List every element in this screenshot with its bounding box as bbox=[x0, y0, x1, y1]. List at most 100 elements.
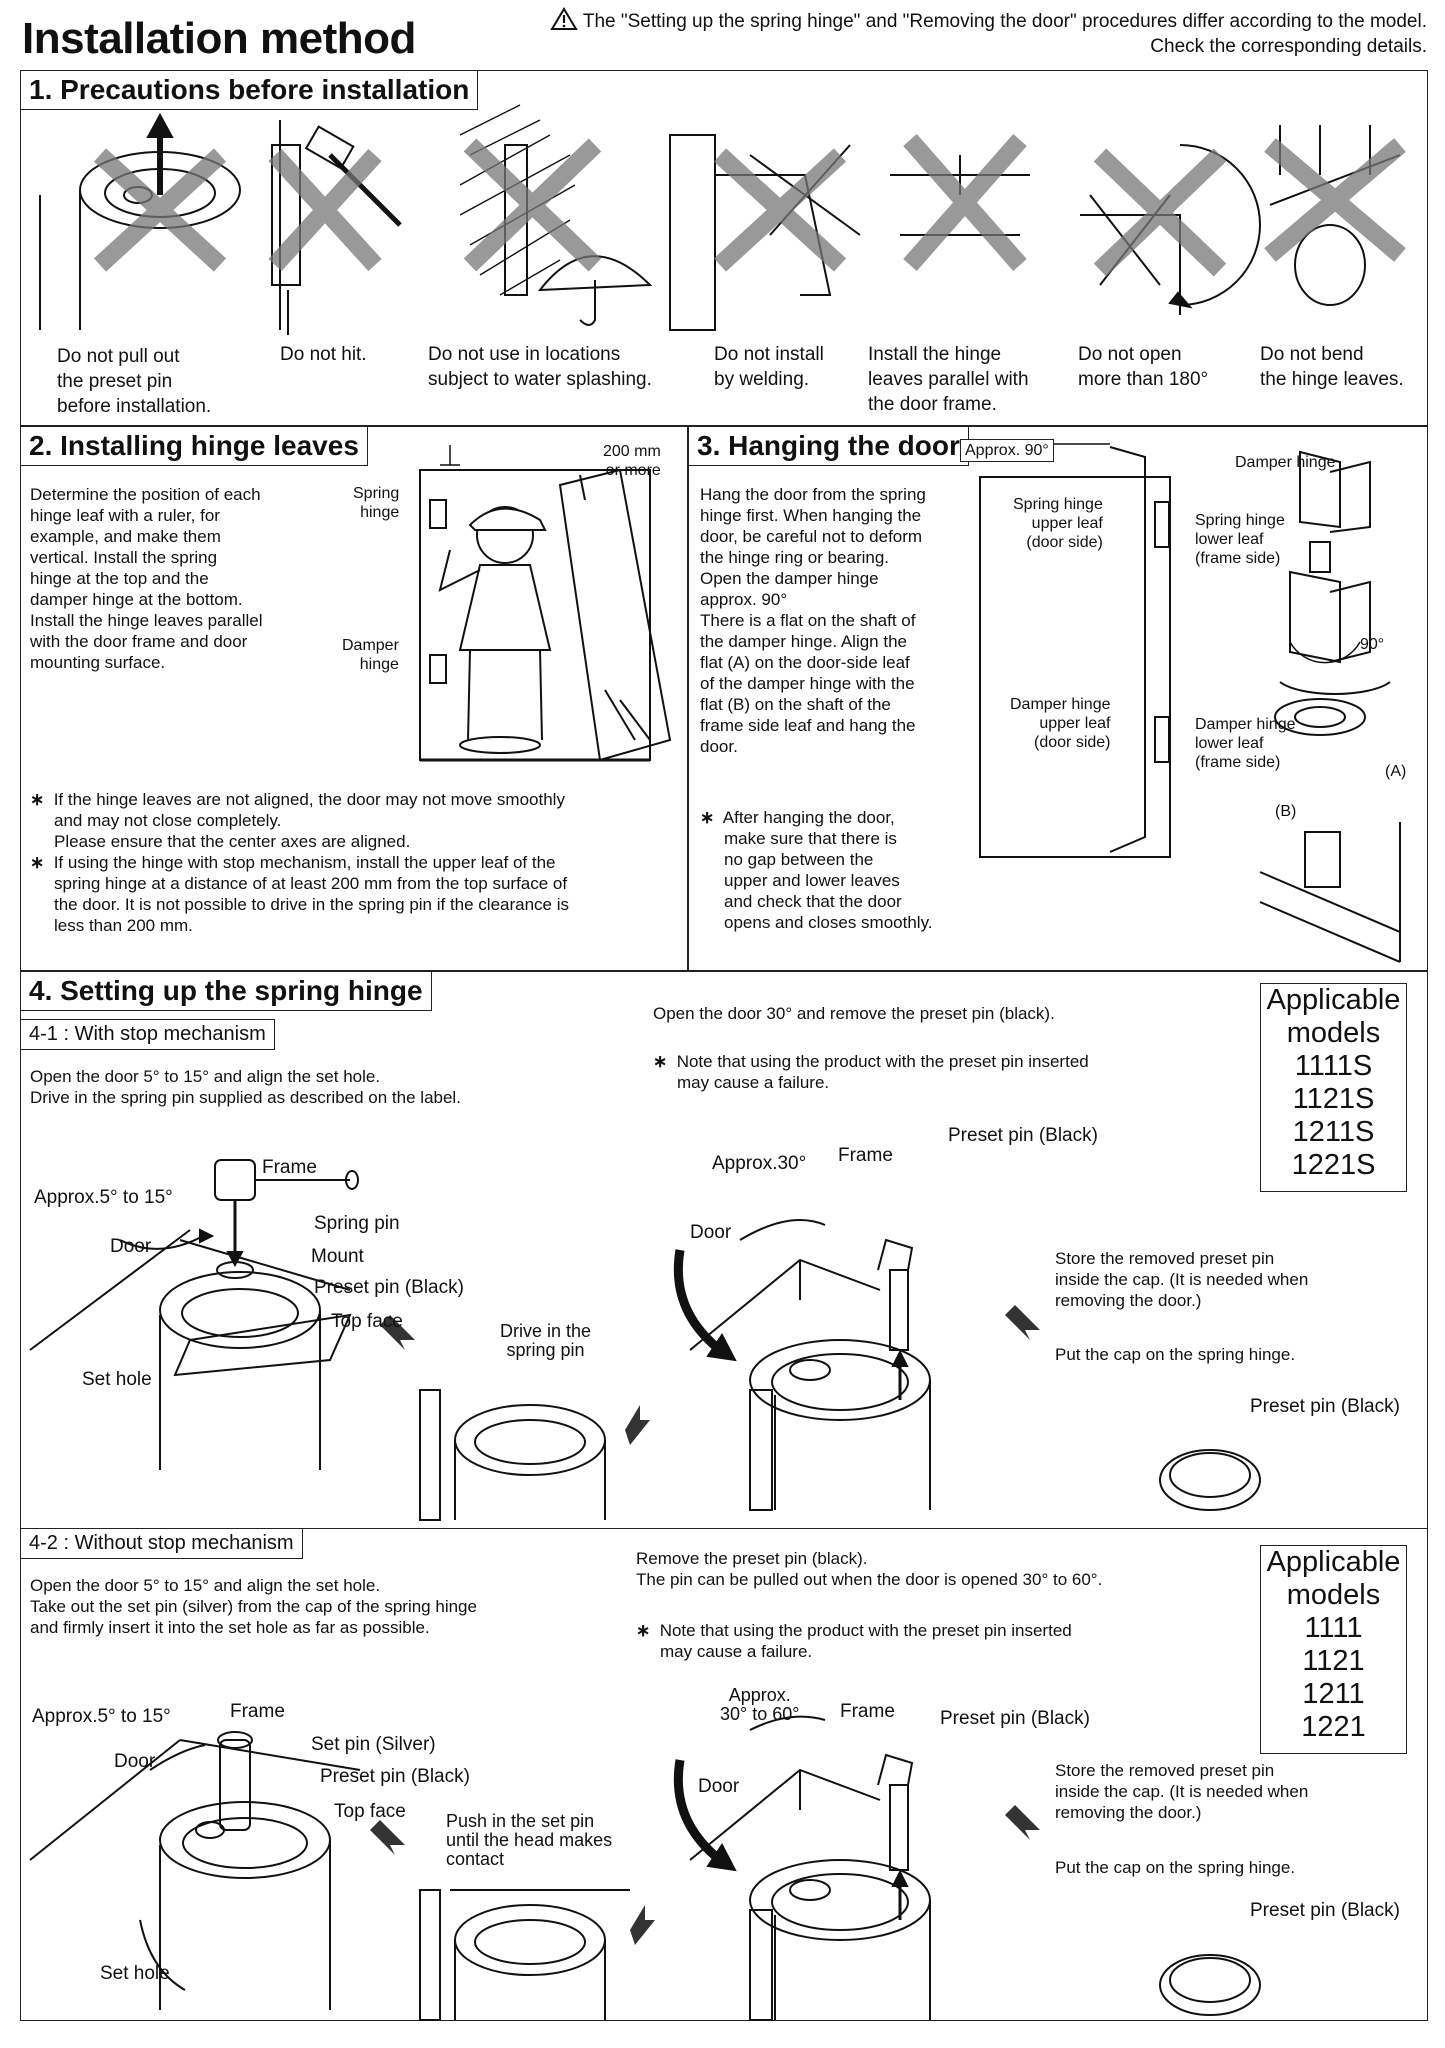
section-hanging-door: 3. Hanging the door bbox=[688, 426, 1428, 971]
preset-pin-removal-illustration-b bbox=[673, 1715, 1261, 2021]
put-cap-text: Put the cap on the spring hinge. bbox=[1055, 1345, 1296, 1364]
set-pin-insert-illustration bbox=[29, 1731, 655, 2021]
note-line: opens and closes smoothly. bbox=[724, 913, 933, 932]
door-hanging-illustration bbox=[979, 443, 1401, 963]
installing-notes: ∗ If the hinge leaves are not aligned, t… bbox=[30, 789, 680, 936]
warning-icon bbox=[550, 7, 578, 30]
subsection-divider bbox=[20, 1528, 1428, 1529]
label-approx-30-60: Approx.30° to 60° bbox=[720, 1685, 800, 1724]
subsection-title-4-2: 4-2 : Without stop mechanism bbox=[21, 1529, 303, 1559]
hanging-instructions: Hang the door from the spring hinge first… bbox=[700, 484, 970, 757]
label-set-hole: Set hole bbox=[82, 1369, 152, 1390]
section-title: 3. Hanging the door bbox=[689, 427, 969, 466]
note-line: less than 200 mm. bbox=[54, 916, 193, 935]
installer-illustration bbox=[419, 445, 672, 762]
text-line: There is a flat on the shaft of bbox=[700, 611, 916, 630]
step-4-2-right-text: Remove the preset pin (black).The pin ca… bbox=[636, 1549, 1103, 1589]
label-flat-b: (B) bbox=[1275, 803, 1297, 820]
label-set-hole-b: Set hole bbox=[100, 1963, 170, 1984]
subsection-title-4-1: 4-1 : With stop mechanism bbox=[21, 1019, 275, 1050]
label-preset-pin-right: Preset pin (Black) bbox=[948, 1125, 1098, 1146]
text-line: door, be careful not to deform bbox=[700, 527, 923, 546]
section-installing-leaves: 2. Installing hinge leaves bbox=[20, 426, 688, 971]
label-frame-right: Frame bbox=[838, 1145, 893, 1166]
text-line: with the door frame and door bbox=[30, 632, 248, 651]
note-line-1: The "Setting up the spring hinge" and "R… bbox=[582, 11, 1427, 32]
label-top-face: Top face bbox=[331, 1311, 403, 1332]
asterisk-icon: ∗ bbox=[700, 808, 715, 827]
page-title: Installation method bbox=[22, 14, 416, 63]
text-line: the hinge ring or bearing. bbox=[700, 548, 890, 567]
spring-pin-drive-illustration bbox=[29, 1159, 650, 1521]
note-line: the door. It is not possible to drive in… bbox=[54, 895, 570, 914]
hanging-note: ∗ After hanging the door,make sure that … bbox=[700, 807, 970, 933]
put-cap-text-b: Put the cap on the spring hinge. bbox=[1055, 1858, 1296, 1877]
text-line: hinge at the top and the bbox=[30, 569, 209, 588]
text-line: mounting surface. bbox=[30, 653, 166, 672]
label-mount: Mount bbox=[311, 1246, 364, 1267]
label-frame-b: Frame bbox=[230, 1701, 285, 1722]
label-set-pin-silver: Set pin (Silver) bbox=[311, 1734, 436, 1755]
precaution-illustrations bbox=[39, 104, 1406, 335]
pull-pin-illustration bbox=[39, 112, 241, 330]
label-door-right-b: Door bbox=[698, 1776, 740, 1797]
label-door-right: Door bbox=[690, 1222, 732, 1243]
label-preset-pin-b: Preset pin (Black) bbox=[320, 1766, 470, 1787]
label-frame-right-b: Frame bbox=[840, 1701, 895, 1722]
note-line: upper and lower leaves bbox=[724, 871, 900, 890]
text-line: Determine the position of each bbox=[30, 485, 261, 504]
text-line: Open the damper hinge bbox=[700, 569, 879, 588]
text-line: Hang the door from the spring bbox=[700, 485, 926, 504]
note-line: Please ensure that the center axes are a… bbox=[54, 832, 411, 851]
label-frame: Frame bbox=[262, 1157, 317, 1178]
note-line: and check that the door bbox=[724, 892, 902, 911]
label-90-deg: 90° bbox=[1360, 636, 1385, 653]
text-line: frame side leaf and hang the bbox=[700, 716, 916, 735]
text-line: hinge first. When hanging the bbox=[700, 506, 922, 525]
note-line: spring hinge at a distance of at least 2… bbox=[54, 874, 568, 893]
note-line: ∗ If using the hinge with stop mechanism… bbox=[30, 853, 556, 872]
label-preset-pin-cap-b: Preset pin (Black) bbox=[1250, 1900, 1400, 1921]
step-4-1-right-note: ∗ Note that using the product with the p… bbox=[653, 1052, 1089, 1092]
note-line-2: Check the corresponding details. bbox=[1150, 36, 1427, 57]
label-top-face-b: Top face bbox=[334, 1801, 406, 1822]
section-title: 2. Installing hinge leaves bbox=[21, 427, 368, 466]
section-title: 1. Precautions before installation bbox=[21, 71, 479, 110]
text-line: damper hinge at the bottom. bbox=[30, 590, 243, 609]
step-4-1-right-text: Open the door 30° and remove the preset … bbox=[653, 1004, 1055, 1023]
label-approx-30: Approx.30° bbox=[712, 1153, 807, 1174]
label-door-b: Door bbox=[114, 1751, 156, 1772]
text-line: Install the hinge leaves parallel bbox=[30, 611, 263, 630]
label-damper-hinge-right: Damper hinge bbox=[1235, 454, 1336, 471]
asterisk-icon: ∗ bbox=[30, 853, 45, 872]
label-approx-5-15: Approx.5° to 15° bbox=[34, 1187, 173, 1208]
step-4-2-right-note: ∗ Note that using the product with the p… bbox=[636, 1621, 1072, 1661]
note-line: make sure that there is bbox=[724, 829, 897, 848]
preset-pin-removal-illustration bbox=[673, 1219, 1261, 1511]
asterisk-icon: ∗ bbox=[30, 790, 45, 809]
caption-hit: Do not hit. bbox=[280, 344, 367, 365]
section-title: 4. Setting up the spring hinge bbox=[21, 972, 432, 1011]
label-spring-pin: Spring pin bbox=[314, 1213, 400, 1234]
label-flat-a: (A) bbox=[1385, 763, 1407, 780]
step-4-2-text: Open the door 5° to 15° and align the se… bbox=[30, 1576, 477, 1637]
text-line: of the damper hinge with the bbox=[700, 674, 915, 693]
text-line: approx. 90° bbox=[700, 590, 788, 609]
section-spring-hinge: 4. Setting up the spring hinge bbox=[20, 971, 1428, 2021]
